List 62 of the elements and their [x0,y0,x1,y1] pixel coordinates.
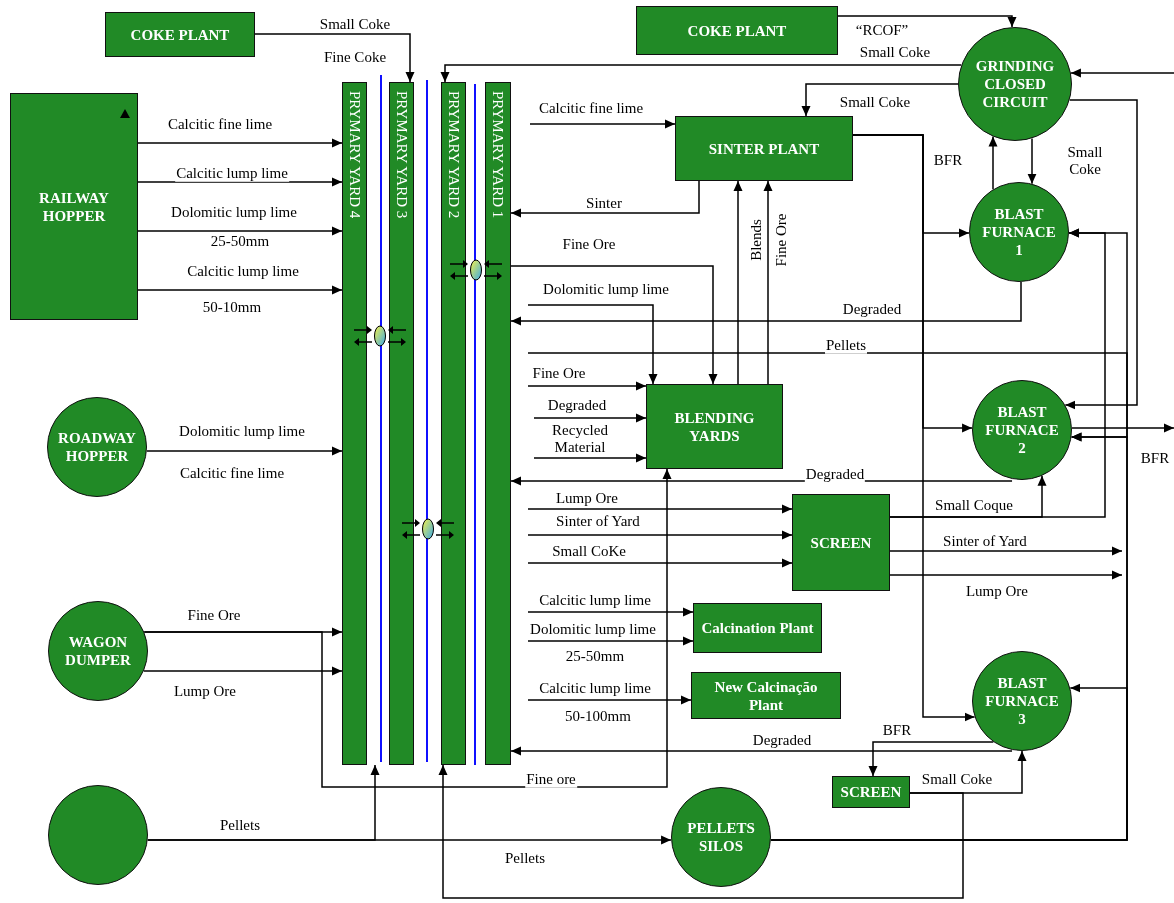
arrow [137,285,343,295]
arrow [510,281,1022,326]
yard-bar: PRYMARY YARD 4 [342,82,367,765]
process-circle: ROADWAY HOPPER [47,397,147,497]
arrow [510,746,1013,756]
arrow [1064,99,1138,410]
process-box: COKE PLANT [636,6,838,55]
yard-bar: PRYMARY YARD 3 [389,82,414,765]
arrow [510,180,700,218]
arrow [529,119,676,129]
arrow [510,265,718,385]
arrow [1027,137,1037,185]
process-circle: WAGON DUMPER [48,601,148,701]
process-box: New Calcinação Plant [691,672,841,719]
arrow [988,135,998,191]
arrow [137,138,343,148]
process-box: BLENDING YARDS [646,384,783,469]
arrow [527,381,647,391]
arrow [763,180,773,385]
arrow [852,134,976,722]
process-circle: PELLETS SILOS [671,787,771,887]
process-box: RAILWAY HOPPER [10,93,138,320]
arrow [909,750,1027,794]
process-box: SCREEN [832,776,910,808]
process-box: SINTER PLANT [675,116,853,181]
process-circle: BLAST FURNACE 2 [972,380,1072,480]
arrow [137,177,343,187]
arrow [254,33,415,83]
arrow [837,15,1017,28]
arrow [527,558,793,568]
arrow [147,764,380,841]
arrow [527,607,694,617]
arrow [146,446,343,456]
process-circle: GRINDING CLOSED CIRCUIT [958,27,1072,141]
arrow [889,228,1106,518]
process-circle: BLAST FURNACE 1 [969,182,1069,282]
arrow [527,530,793,540]
arrow [438,764,964,899]
arrow [889,546,1123,556]
arrow [889,570,1123,580]
arrow [801,83,959,117]
process-box: SCREEN [792,494,890,591]
arrow [527,636,694,646]
arrow [1071,423,1174,433]
arrow [137,226,343,236]
arrow [143,627,343,637]
arrow [533,453,647,463]
arrow [733,180,743,385]
arrow [527,304,658,385]
arrow [1070,68,1174,78]
arrow [770,683,1128,841]
arrow [533,413,647,423]
arrow [143,666,343,676]
yard-bar: PRYMARY YARD 1 [485,82,511,765]
yard-bar: PRYMARY YARD 2 [441,82,466,765]
process-box: COKE PLANT [105,12,255,57]
process-box: Calcination Plant [693,603,822,653]
arrow [527,695,692,705]
arrow [440,64,962,83]
arrow [527,504,793,514]
process-circle: BLAST FURNACE 3 [972,651,1072,751]
arrow [868,741,995,777]
